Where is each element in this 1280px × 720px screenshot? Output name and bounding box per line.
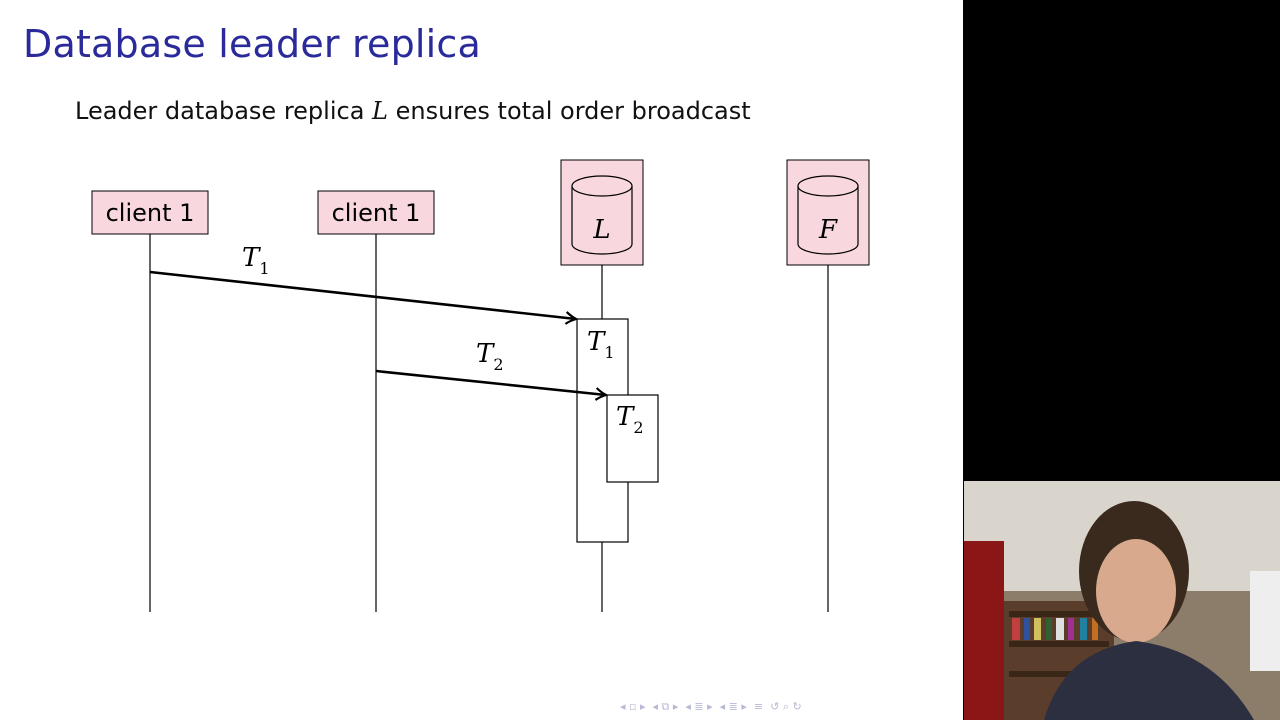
actor-follower-database: F	[786, 159, 870, 266]
actor-leader-database: L	[560, 159, 644, 266]
actor-client-1b: client 1	[317, 190, 435, 235]
database-icon	[571, 175, 633, 255]
slide-subtitle: Leader database replica L ensures total …	[75, 97, 751, 125]
nav-frame-icon[interactable]: ◂ ⧉ ▸	[652, 700, 679, 713]
sequence-diagram: client 1 client 1 L F T1	[91, 159, 870, 612]
presenter-webcam	[964, 481, 1280, 720]
slide: Database leader replica Leader database …	[0, 0, 963, 720]
subtitle-text-end: ensures total order broadcast	[387, 97, 751, 125]
message-t1: T1	[149, 243, 576, 319]
activation-t1-label: T1	[587, 327, 615, 362]
activation-t2-label: T2	[616, 402, 644, 437]
nav-search-icon[interactable]: ↺ ⌕ ↻	[770, 700, 802, 713]
nav-section-icon[interactable]: ◂ ≣ ▸	[719, 700, 747, 713]
subtitle-variable-l: L	[372, 97, 388, 125]
message-t1-arrow	[149, 270, 576, 319]
nav-first-icon[interactable]: ◂ ▫ ▸	[620, 700, 646, 713]
actor-client-1a-label: client 1	[106, 199, 195, 227]
actor-follower-label: F	[818, 215, 838, 245]
actor-client-1a: client 1	[91, 190, 209, 235]
subtitle-text-start: Leader database replica	[75, 97, 373, 125]
nav-prev-icon[interactable]: ◂ ≣ ▸	[685, 700, 713, 713]
presenter-video-icon	[964, 481, 1280, 720]
beamer-navigation-bar: ◂ ▫ ▸ ◂ ⧉ ▸ ◂ ≣ ▸ ◂ ≣ ▸ ≡ ↺ ⌕ ↻	[620, 699, 960, 715]
actor-client-1b-label: client 1	[332, 199, 421, 227]
slide-title: Database leader replica	[23, 22, 482, 66]
database-icon	[797, 175, 859, 255]
nav-align-icon[interactable]: ≡	[753, 700, 764, 713]
message-t2-arrow	[375, 369, 606, 395]
activation-t2: T2	[606, 394, 659, 483]
message-t2-label: T2	[476, 339, 504, 374]
message-t1-label: T1	[242, 243, 270, 278]
actor-leader-label: L	[592, 215, 610, 245]
message-t2: T2	[375, 339, 606, 395]
